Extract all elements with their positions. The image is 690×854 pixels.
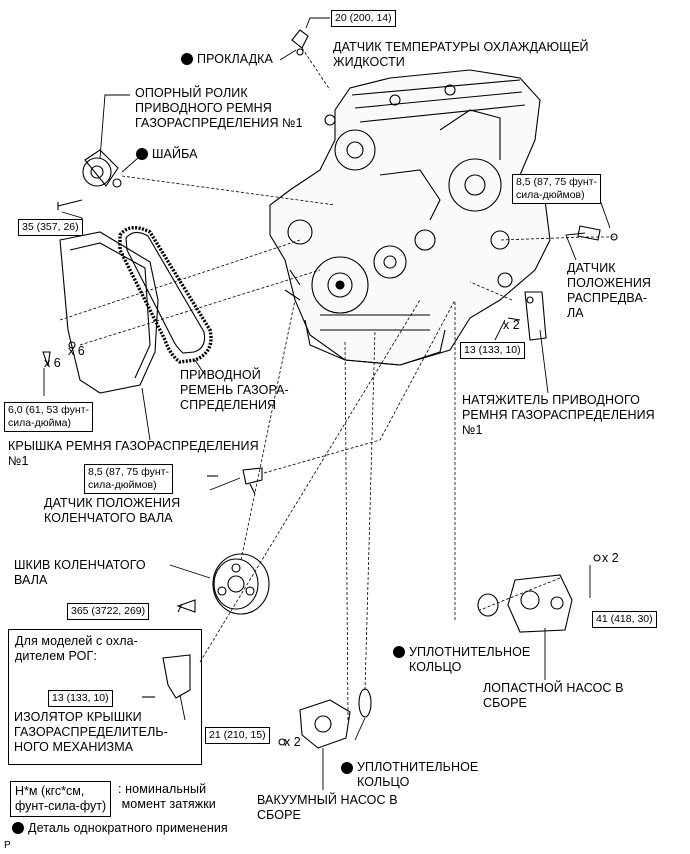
- torque-pump: 41 (418, 30): [592, 611, 657, 628]
- parts: [42, 29, 618, 749]
- label-crank-pulley: ШКИВ КОЛЕНЧАТОГО ВАЛА: [14, 558, 146, 587]
- crank-sensor-part: [207, 467, 263, 495]
- timing-belt-part: [118, 226, 213, 364]
- qty-pump: x 2: [602, 551, 619, 565]
- oring-bottom-part: [358, 688, 372, 718]
- torque-sensor: 20 (200, 14): [331, 10, 396, 27]
- torque-idler: 35 (357, 26): [18, 219, 83, 236]
- label-oring-bottom: УПЛОТНИТЕЛЬНОЕ КОЛЬЦО: [357, 760, 479, 789]
- single-use-bullet-gasket: [181, 53, 193, 65]
- label-oring-top: УПЛОТНИТЕЛЬНОЕ КОЛЬЦО: [409, 645, 531, 674]
- single-use-bullet-washer: [136, 148, 148, 160]
- label-belt: ПРИВОДНОЙ РЕМЕНЬ ГАЗОРА- СПРЕДЕЛЕНИЯ: [180, 368, 289, 412]
- single-use-bullet-legend: [12, 822, 24, 834]
- label-washer: ШАЙБА: [152, 147, 198, 161]
- legend-unit-desc: : номинальный момент затяжки: [118, 782, 216, 811]
- qty-vacuum: x 2: [284, 735, 301, 749]
- engine-illustration: [269, 69, 551, 366]
- label-belt-cover: КРЫШКА РЕМНЯ ГАЗОРАСПРЕДЕЛЕНИЯ №1: [8, 439, 259, 468]
- idler-pulley-part: [57, 149, 122, 210]
- cover-bolt-part: [42, 351, 51, 367]
- torque-vacuum: 21 (210, 15): [205, 727, 270, 744]
- torque-cover: 6,0 (61, 53 фунт- сила-дюйма): [4, 402, 93, 432]
- label-vane-pump: ЛОПАСТНОЙ НАСОС В СБОРЕ: [483, 681, 624, 710]
- assembly-leaders: [59, 47, 614, 721]
- vane-pump-part: [477, 554, 601, 633]
- tensioner-part: [507, 291, 547, 341]
- coolant-temp-sensor-part: [291, 29, 309, 56]
- egr-model-frame: [8, 629, 202, 765]
- qty-cover-b: x 6: [44, 356, 61, 370]
- legend-single-use: Деталь однократного применения: [28, 821, 228, 835]
- legend-unit-box: Н*м (кгс*см, фунт-сила-фут): [10, 781, 112, 817]
- qty-cover-a: x 6: [68, 344, 85, 358]
- torque-pulley: 365 (3722, 269): [67, 603, 150, 620]
- insulator-part: [142, 654, 191, 699]
- crank-pulley-part: [176, 553, 270, 615]
- torque-crank-sensor: 8,5 (87, 75 фунт- сила-дюймов): [84, 464, 173, 494]
- qty-tensioner: x 2: [503, 318, 520, 332]
- single-use-bullet-oring-top: [393, 646, 405, 658]
- label-coolant-sensor: ДАТЧИК ТЕМПЕРАТУРЫ ОХЛАЖДАЮЩЕЙ ЖИДКОСТИ: [333, 40, 589, 69]
- label-insulator: ИЗОЛЯТОР КРЫШКИ ГАЗОРАСПРЕДЕЛИТЕЛЬ- НОГО…: [14, 710, 168, 754]
- oring-top-part: [477, 593, 499, 617]
- torque-cam-sensor: 8,5 (87, 75 фунт- сила-дюймов): [512, 174, 601, 204]
- torque-tensioner: 13 (133, 10): [460, 342, 525, 359]
- belt-cover-part: [59, 231, 159, 394]
- label-egr-note: Для моделей с охла- дителем РОГ:: [15, 634, 138, 663]
- corner-mark: P: [4, 840, 11, 851]
- label-tensioner: НАТЯЖИТЕЛЬ ПРИВОДНОГО РЕМНЯ ГАЗОРАСПРЕДЕ…: [462, 393, 655, 437]
- label-vacuum-pump: ВАКУУМНЫЙ НАСОС В СБОРЕ: [257, 793, 398, 822]
- callout-lines: [43, 17, 611, 790]
- label-gasket: ПРОКЛАДКА: [197, 52, 273, 66]
- single-use-bullet-oring-bottom: [341, 762, 353, 774]
- label-crank-sensor: ДАТЧИК ПОЛОЖЕНИЯ КОЛЕНЧАТОГО ВАЛА: [44, 496, 181, 525]
- torque-insulator: 13 (133, 10): [48, 690, 113, 707]
- label-idler: ОПОРНЫЙ РОЛИК ПРИВОДНОГО РЕМНЯ ГАЗОРАСПР…: [135, 86, 303, 130]
- label-cam-sensor: ДАТЧИК ПОЛОЖЕНИЯ РАСПРЕДВА- ЛА: [567, 261, 652, 320]
